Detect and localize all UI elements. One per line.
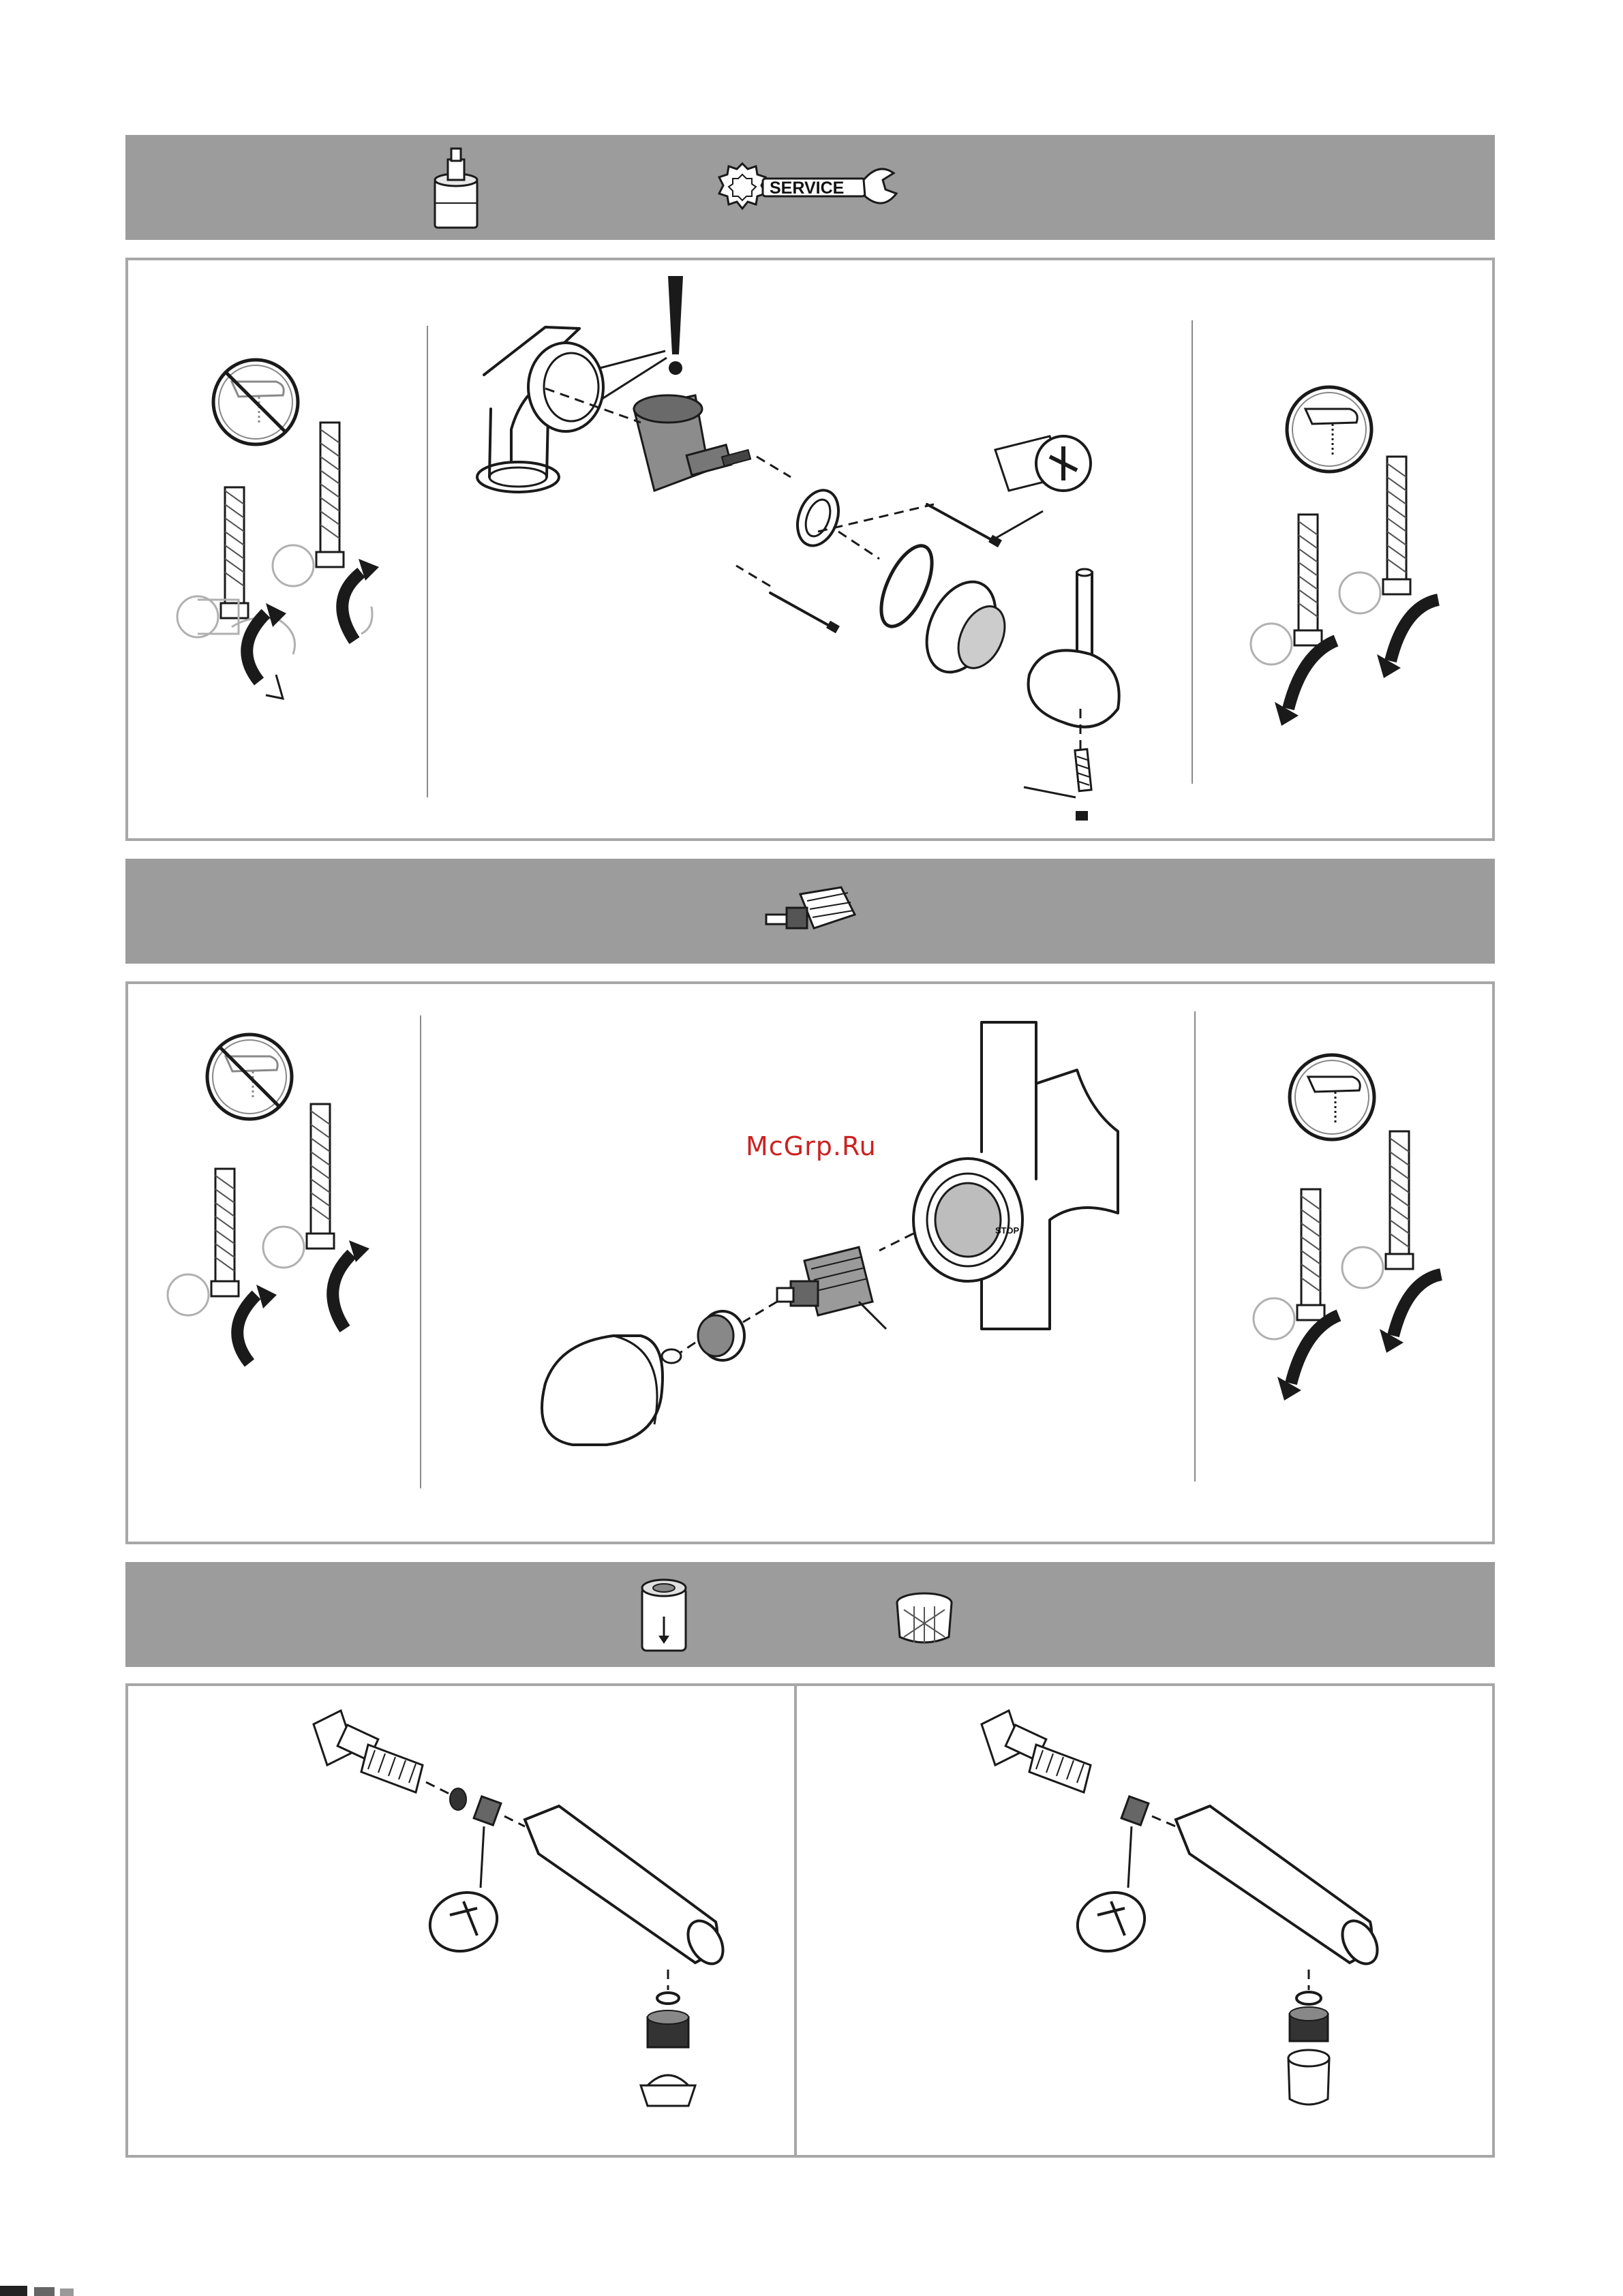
shutoff-valves-close-illustration xyxy=(157,354,382,709)
stop-label: STOP xyxy=(995,1225,1019,1236)
service-label: SERVICE xyxy=(770,179,844,198)
divider xyxy=(427,326,428,797)
shutoff-valves-open-illustration xyxy=(1234,382,1459,736)
divider xyxy=(1194,1011,1196,1482)
hose-check-valve-view-right xyxy=(968,1704,1404,2126)
shutoff-valves-close-illustration xyxy=(147,1029,372,1383)
hose-check-valve-view-left xyxy=(300,1704,736,2126)
shutoff-valves-open-illustration xyxy=(1237,1050,1461,1404)
valve-head-part xyxy=(777,1247,873,1315)
cartridge-exploded-view xyxy=(464,273,1172,831)
valve-head-icon xyxy=(759,881,862,949)
cartridge-part xyxy=(634,395,750,491)
valve-head-exploded-view: STOP xyxy=(518,1015,1145,1520)
divider xyxy=(794,1686,797,2155)
divider xyxy=(1192,320,1193,784)
divider xyxy=(420,1015,421,1488)
service-wrench-icon: SERVICE xyxy=(715,159,913,214)
section-header-check-valve xyxy=(125,1562,1495,1667)
watermark-text: McGrp.Ru xyxy=(746,1131,877,1161)
section-header-cartridge: SERVICE xyxy=(125,135,1495,240)
page-footer-mark xyxy=(0,2283,109,2296)
cartridge-icon xyxy=(425,146,487,234)
check-valve-icon xyxy=(637,1576,691,1657)
strainer-icon xyxy=(890,1582,958,1651)
section-header-valve-head xyxy=(125,859,1495,964)
